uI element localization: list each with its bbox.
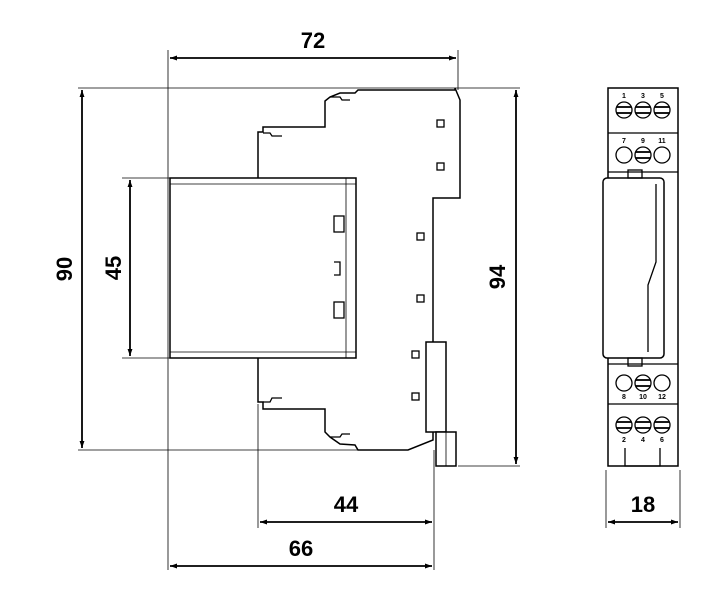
- terminal-label: 5: [660, 93, 664, 100]
- latch: [333, 215, 345, 233]
- terminal-label: 3: [641, 93, 645, 100]
- dimension-lines: [79, 55, 678, 569]
- terminal-label: 8: [622, 394, 626, 401]
- cover-tab: [627, 169, 643, 179]
- clip-detail: [330, 433, 350, 438]
- front-view: 1 3 5 7 9 11 8 10 12 2 4 6: [602, 87, 679, 467]
- body-mark: [411, 350, 420, 359]
- terminal-label: 2: [622, 437, 626, 444]
- dim-label-18: 18: [631, 492, 655, 517]
- dim-label-72: 72: [301, 28, 325, 53]
- clip-detail: [263, 397, 282, 403]
- body-mark: [416, 294, 425, 303]
- terminal-screw: [653, 416, 671, 434]
- rail-clip: [624, 448, 661, 467]
- rail-foot: [425, 341, 447, 433]
- terminal-screw: [653, 101, 671, 119]
- extension-lines: [78, 50, 681, 570]
- front-cover-flap: [647, 184, 657, 352]
- dim-label-45: 45: [101, 256, 126, 280]
- terminal-screw: [634, 101, 652, 119]
- terminal-label: 9: [641, 138, 645, 145]
- terminal-hole: [615, 146, 633, 164]
- terminal-label: 12: [658, 394, 666, 401]
- terminal-screw: [615, 101, 633, 119]
- terminal-screw: [634, 416, 652, 434]
- dim-label-66: 66: [289, 536, 313, 561]
- dim-label-94: 94: [485, 264, 510, 289]
- front-cover-window: [602, 177, 665, 359]
- terminal-label: 10: [639, 394, 647, 401]
- clip-detail: [330, 96, 350, 101]
- clip-detail: [263, 132, 282, 137]
- body-mark: [436, 119, 445, 128]
- dim-label-44: 44: [334, 492, 359, 517]
- side-view: [169, 87, 461, 467]
- terminal-screw: [615, 416, 633, 434]
- terminal-label: 6: [660, 437, 664, 444]
- terminal-screw: [634, 146, 652, 164]
- dimension-labels: 72 90 45 94 44 66 18: [52, 28, 655, 561]
- latch: [333, 301, 345, 319]
- terminal-screw: [634, 374, 652, 392]
- terminal-label: 1: [622, 93, 626, 100]
- front-cover: [169, 177, 357, 359]
- terminal-label: 11: [658, 138, 666, 145]
- body-mark: [416, 232, 425, 241]
- terminal-hole: [653, 374, 671, 392]
- terminal-hole: [615, 374, 633, 392]
- cover-tab: [627, 357, 643, 367]
- terminal-hole: [653, 146, 671, 164]
- dim-label-90: 90: [52, 257, 77, 281]
- body-mark: [411, 392, 420, 401]
- latch: [334, 261, 341, 276]
- terminal-label: 4: [641, 437, 645, 444]
- body-mark: [436, 162, 445, 171]
- terminal-label: 7: [622, 138, 626, 145]
